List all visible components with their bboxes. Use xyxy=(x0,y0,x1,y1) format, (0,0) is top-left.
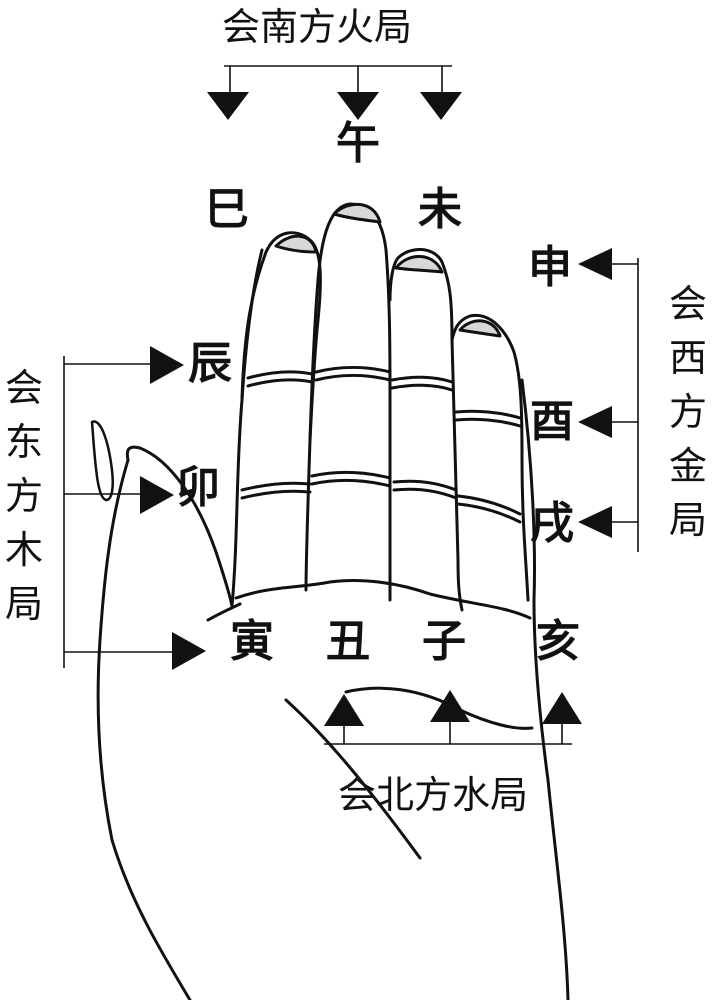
east-group-title: 会 东 方 木 局 xyxy=(4,366,43,626)
branch-wei: 未 xyxy=(418,184,462,235)
arrow-marker-icon xyxy=(172,632,206,670)
arrow-marker-icon xyxy=(150,346,184,384)
branch-hai: 亥 xyxy=(536,616,580,667)
arrow-marker-icon xyxy=(337,92,379,120)
arrow-marker-icon xyxy=(542,692,582,724)
arrow-marker-icon xyxy=(207,92,249,120)
arrow-marker-icon xyxy=(430,690,470,722)
west-bracket xyxy=(610,258,639,552)
wrist-left-outline xyxy=(96,458,192,1000)
arrow-marker-icon xyxy=(140,476,174,514)
arrow-marker-icon xyxy=(420,92,462,120)
branch-you: 酉 xyxy=(530,396,574,447)
north-bracket xyxy=(324,710,572,745)
thumb-outline xyxy=(125,445,234,608)
south-group-title: 会南方火局 xyxy=(222,5,413,49)
branch-wu: 午 xyxy=(336,118,380,169)
ring-finger xyxy=(388,248,464,612)
arrow-marker-icon xyxy=(324,694,364,726)
branch-yin: 寅 xyxy=(230,616,274,667)
branch-mao: 卯 xyxy=(176,462,220,513)
branch-zi: 子 xyxy=(422,616,466,667)
branch-si: 巳 xyxy=(205,184,249,235)
branch-xu: 戌 xyxy=(530,498,574,549)
arrow-marker-icon xyxy=(578,406,612,438)
thumb-nail xyxy=(90,420,114,502)
arrow-marker-icon xyxy=(578,248,612,280)
branch-shen: 申 xyxy=(528,242,572,293)
nail-middle xyxy=(332,202,382,224)
palm-outline xyxy=(230,248,264,608)
east-bracket xyxy=(63,356,174,668)
nail-ring xyxy=(394,255,444,274)
north-group-title: 会北方水局 xyxy=(338,773,529,817)
south-bracket xyxy=(224,65,452,95)
middle-finger xyxy=(308,202,392,602)
little-finger xyxy=(450,313,530,602)
palm-right-outline xyxy=(520,378,570,1000)
arrow-marker-icon xyxy=(578,506,612,538)
west-group-title: 会 西 方 金 局 xyxy=(668,282,707,542)
nail-index xyxy=(274,234,318,254)
branch-chou: 丑 xyxy=(326,616,370,667)
nail-little xyxy=(458,319,502,338)
branch-chen: 辰 xyxy=(188,338,232,389)
